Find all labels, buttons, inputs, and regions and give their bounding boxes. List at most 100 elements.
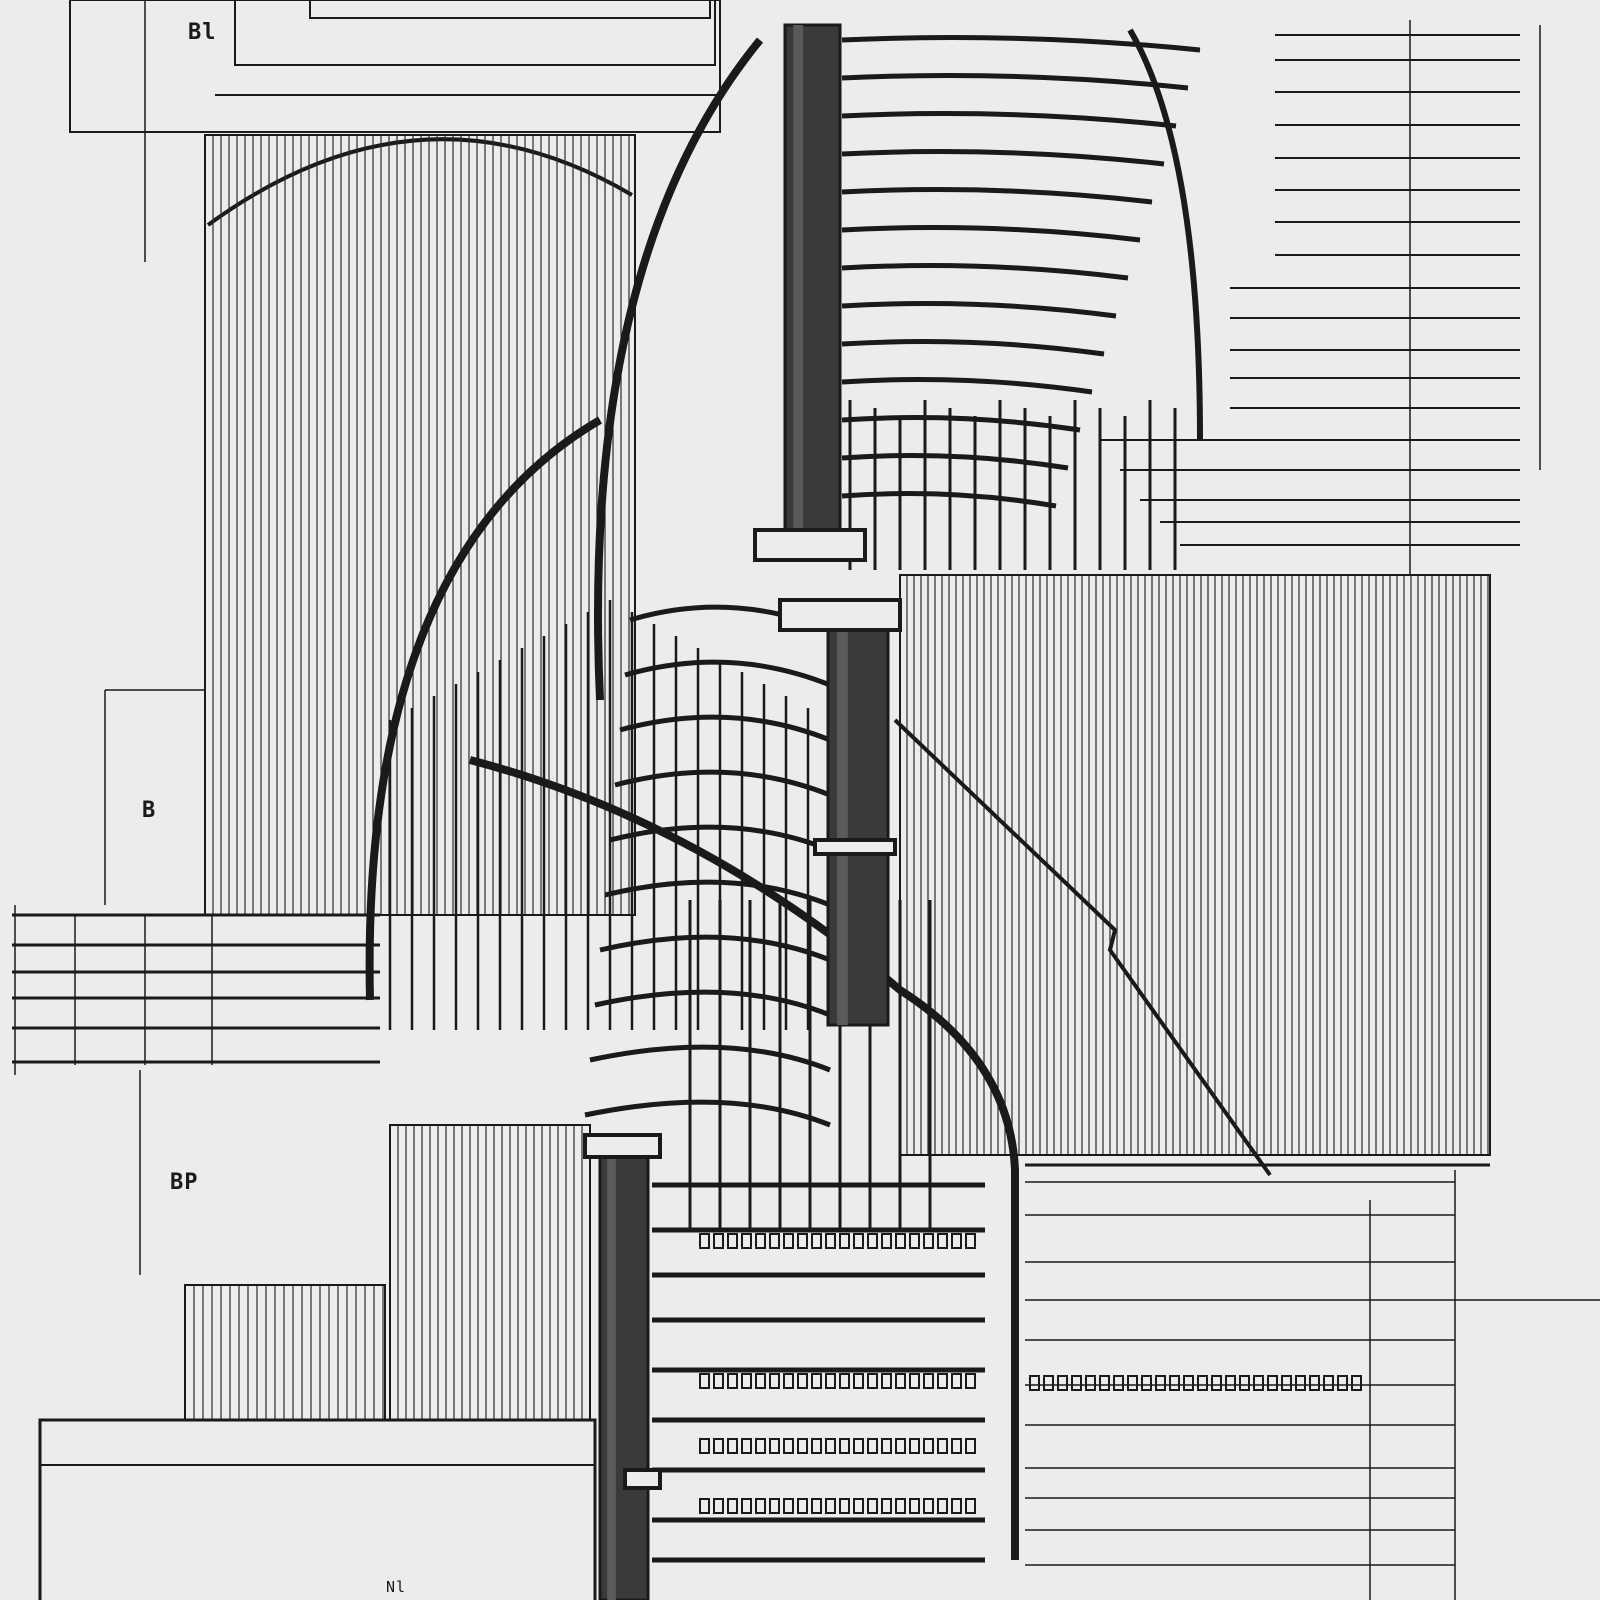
mark-top-left: Bl [188,20,217,45]
stair-tread-upper [841,377,1093,395]
ornament-glyph [825,1498,836,1514]
frame-top-left [69,0,721,133]
ornament-glyph [713,1233,724,1249]
ornament-glyph [1127,1375,1138,1391]
hatch-panel-lower-left-small [184,1284,386,1421]
ornament-glyph [713,1373,724,1389]
ornament-glyph [825,1233,836,1249]
ornament-glyph [797,1233,808,1249]
ornament-glyph [811,1373,822,1389]
ornament-glyph [1183,1375,1194,1391]
hatch-panel-right [899,574,1491,1156]
ornament-glyph [1043,1375,1054,1391]
ornament-glyph [741,1438,752,1454]
ornament-glyph [1225,1375,1236,1391]
ornament-glyph [727,1233,738,1249]
ornament-band [699,1498,976,1514]
ornament-glyph [811,1438,822,1454]
ornament-glyph [811,1233,822,1249]
ornament-glyph [909,1498,920,1514]
frame-top-strip [309,0,711,19]
ornament-glyph [881,1373,892,1389]
ornament-glyph [755,1373,766,1389]
hatch-panel-left [204,134,636,916]
hatch-panel-lower-left-small-border [184,1284,386,1421]
handrail-upper-left [594,37,764,701]
stair-tread-upper [841,339,1105,357]
ornament-glyph [1295,1375,1306,1391]
ornament-glyph [951,1373,962,1389]
ornament-glyph [797,1498,808,1514]
handrail-diagonal-right [893,718,1272,1177]
ornament-glyph [951,1498,962,1514]
hatched-panels [184,134,1491,1421]
ornament-glyph [755,1498,766,1514]
ornament-glyph [699,1498,710,1514]
ornament-glyph [895,1498,906,1514]
stair-tread-middle [589,1044,831,1073]
ornament-glyph [741,1233,752,1249]
stair-tread-middle [584,1099,831,1128]
ornament-glyph [783,1438,794,1454]
ornament-glyph [923,1233,934,1249]
ornament-glyph [853,1373,864,1389]
ornament-glyph [769,1233,780,1249]
column-middle-highlight [837,625,848,1025]
column-collar [623,1468,662,1490]
ornament-glyph [839,1498,850,1514]
ornament-glyph [923,1373,934,1389]
ornament-glyph [1267,1375,1278,1391]
ornament-glyph [1085,1375,1096,1391]
stair-tread-middle [614,769,831,798]
ornament-glyph [895,1438,906,1454]
column-collar [778,598,902,632]
ornament-glyph [965,1233,976,1249]
stair-tread-upper [841,225,1141,243]
stair-tread-upper [841,111,1177,129]
ornament-glyph [755,1233,766,1249]
ornament-glyph [909,1233,920,1249]
mark-bottom-left: Nl [386,1578,407,1596]
ornament-glyph [909,1373,920,1389]
mark-left-bp: BP [170,1170,199,1195]
ornament-glyph [881,1438,892,1454]
ornament-glyph [1071,1375,1082,1391]
hatch-panel-lower-left-border [389,1124,591,1421]
stair-tread-upper [841,149,1165,167]
ornament-glyph [965,1438,976,1454]
ornament-glyph [937,1233,948,1249]
ornament-glyph [839,1373,850,1389]
stair-tread-upper [841,35,1201,53]
ornament-glyph [713,1498,724,1514]
column-collar [813,838,897,856]
ornament-glyph [699,1373,710,1389]
ornament-glyph [1281,1375,1292,1391]
ornament-glyph [867,1438,878,1454]
ornament-glyph [1169,1375,1180,1391]
ornament-band [699,1373,976,1389]
ornament-glyph [909,1438,920,1454]
ornament-glyph [741,1498,752,1514]
ornament-glyph [965,1498,976,1514]
hatch-panel-lower-left [389,1124,591,1421]
ornament-band [699,1438,976,1454]
ornament-glyph [951,1233,962,1249]
ornament-glyph [1155,1375,1166,1391]
stair-tread-middle [624,659,831,688]
ornament-glyph [839,1438,850,1454]
ornament-band [699,1233,976,1249]
ornament-glyph [867,1498,878,1514]
ornament-glyph [1099,1375,1110,1391]
ornament-glyph [1211,1375,1222,1391]
mark-left-b: B [142,798,157,823]
ornament-glyph [1309,1375,1320,1391]
ornament-glyph [1141,1375,1152,1391]
ornament-glyph [853,1498,864,1514]
frame-lines [38,0,721,1600]
central-columns [583,23,902,1600]
ornament-glyph [867,1233,878,1249]
ornament-glyph [1197,1375,1208,1391]
stair-tread-middle [604,879,831,908]
ornament-glyph [727,1438,738,1454]
